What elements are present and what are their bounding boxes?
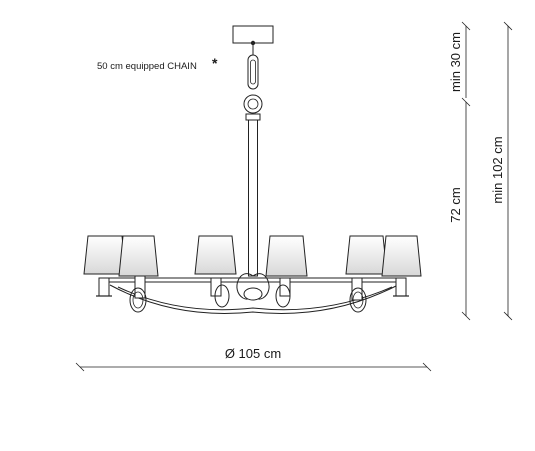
socket-5	[349, 277, 367, 313]
chain-note-label: 50 cm equipped CHAIN	[97, 61, 197, 72]
socket-3	[210, 277, 230, 308]
central-stem	[245, 113, 261, 277]
socket-2	[129, 275, 147, 313]
lamp-sockets	[96, 275, 409, 313]
frame-ring	[105, 277, 400, 314]
socket-1	[96, 277, 112, 297]
height-total-label: min 102 cm	[490, 136, 505, 203]
lamp-shade-5	[345, 235, 388, 275]
central-ornament	[236, 273, 270, 301]
chain-note-marker: *	[212, 55, 218, 71]
lamp-shade-4	[265, 235, 308, 277]
height-body-label: 72 cm	[448, 187, 463, 222]
lamp-shade-2	[118, 235, 159, 277]
socket-4	[275, 277, 291, 308]
socket-6	[393, 277, 409, 297]
lamp-shade-6	[381, 235, 422, 277]
height-chain-dimension: min 30 cm	[448, 21, 471, 98]
diameter-dimension: Ø 105 cm	[75, 346, 432, 372]
height-body-dimension: 72 cm	[448, 97, 471, 321]
diameter-label: Ø 105 cm	[225, 346, 281, 361]
height-total-dimension: min 102 cm	[490, 21, 513, 321]
height-chain-label: min 30 cm	[448, 32, 463, 92]
ceiling-canopy	[232, 25, 274, 46]
chain-note: 50 cm equipped CHAIN *	[97, 55, 218, 72]
lamp-shades	[83, 235, 422, 277]
lamp-shade-3	[194, 235, 237, 275]
suspension-chain	[243, 45, 263, 114]
